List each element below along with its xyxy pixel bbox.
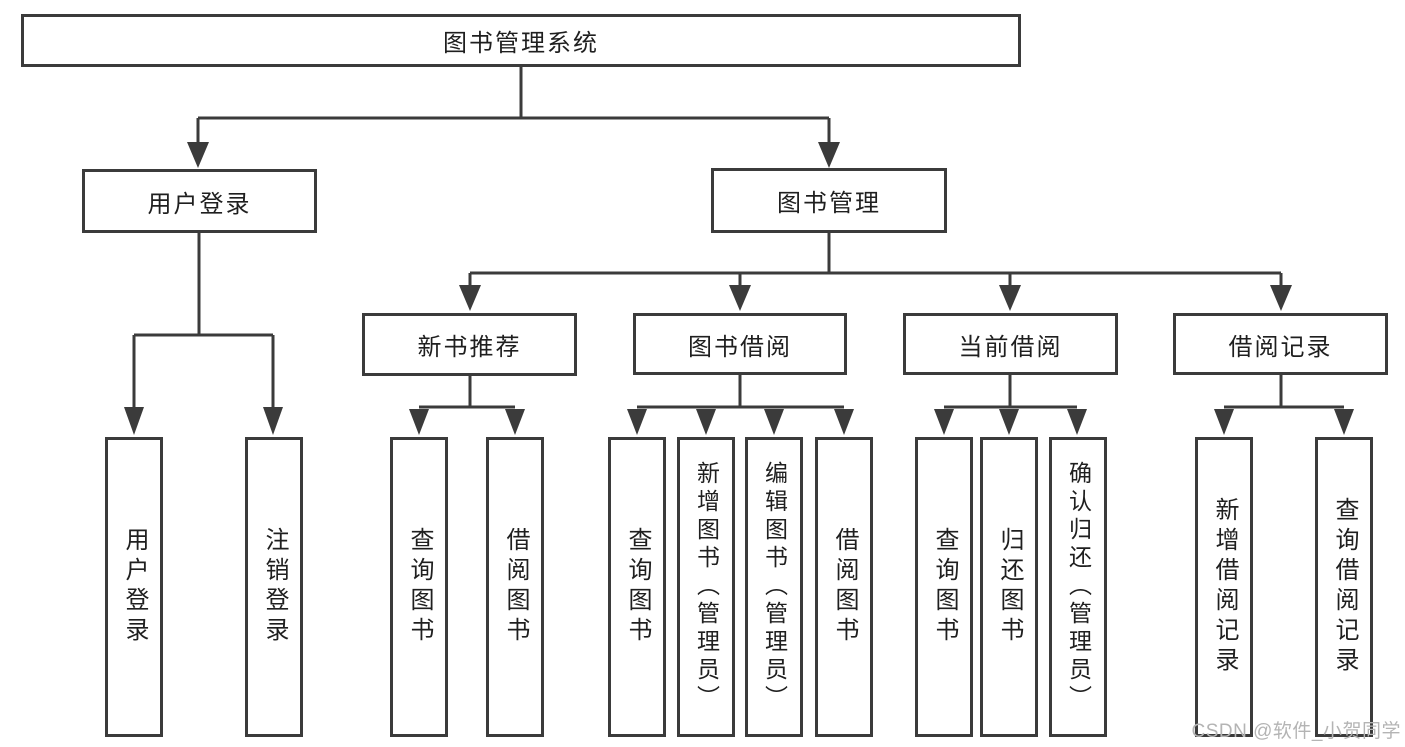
- leaf-cb-return-books: 归还图书: [980, 437, 1038, 737]
- leaf-logout: 注销登录: [245, 437, 303, 737]
- leaf-rec-borrow-books: 借阅图书: [486, 437, 544, 737]
- node-current-borrow: 当前借阅: [903, 313, 1118, 375]
- node-borrow-records: 借阅记录: [1173, 313, 1388, 375]
- node-book-borrow-label: 图书借阅: [688, 333, 792, 361]
- leaf-cb-return-books-label: 归还图书: [996, 527, 1023, 647]
- arrowhead-user-login: [187, 142, 209, 168]
- arrowhead-cb-return: [999, 409, 1019, 435]
- arrowhead-leaf-logout: [263, 407, 283, 435]
- csdn-watermark: CSDN @软件_小贺同学: [1191, 721, 1401, 742]
- leaf-bb-add-books-label: 新增图书（管理员）: [693, 461, 720, 713]
- leaf-user-login-label: 用户登录: [121, 527, 148, 647]
- arrowhead-rec-query: [409, 409, 429, 435]
- leaf-br-add-record: 新增借阅记录: [1195, 437, 1253, 737]
- arrowhead-leaf-login: [124, 407, 144, 435]
- node-root: 图书管理系统: [21, 14, 1021, 67]
- arrowhead-book-borrow: [729, 285, 751, 311]
- leaf-bb-borrow-books: 借阅图书: [815, 437, 873, 737]
- arrowhead-cb-confirm: [1067, 409, 1087, 435]
- node-book-borrow: 图书借阅: [633, 313, 847, 375]
- arrowhead-cb-query: [934, 409, 954, 435]
- node-book-mgmt: 图书管理: [711, 168, 947, 233]
- arrowhead-bb-add: [696, 409, 716, 435]
- leaf-br-query-record: 查询借阅记录: [1315, 437, 1373, 737]
- arrowhead-bb-borrow: [834, 409, 854, 435]
- leaf-br-add-record-label: 新增借阅记录: [1211, 497, 1238, 677]
- leaf-cb-confirm-return: 确认归还（管理员）: [1049, 437, 1107, 737]
- node-new-book-rec: 新书推荐: [362, 313, 577, 376]
- node-borrow-records-label: 借阅记录: [1228, 333, 1333, 361]
- leaf-br-query-record-label: 查询借阅记录: [1331, 497, 1358, 677]
- arrowhead-book-mgmt: [818, 142, 840, 168]
- leaf-rec-query-books: 查询图书: [390, 437, 448, 737]
- arrowhead-new-book-rec: [459, 285, 481, 311]
- leaf-bb-edit-books: 编辑图书（管理员）: [745, 437, 803, 737]
- leaf-cb-query-books-label: 查询图书: [931, 527, 958, 647]
- leaf-cb-confirm-return-label: 确认归还（管理员）: [1065, 461, 1092, 713]
- node-new-book-rec-label: 新书推荐: [417, 334, 522, 361]
- arrowhead-br-query: [1334, 409, 1354, 435]
- arrowhead-current-borrow: [999, 285, 1021, 311]
- leaf-logout-label: 注销登录: [261, 527, 288, 647]
- arrowhead-bb-query: [627, 409, 647, 435]
- arrowhead-borrow-records: [1270, 285, 1292, 311]
- leaf-bb-borrow-books-label: 借阅图书: [831, 527, 858, 647]
- leaf-cb-query-books: 查询图书: [915, 437, 973, 737]
- arrowhead-br-add: [1214, 409, 1234, 435]
- node-user-login: 用户登录: [82, 169, 317, 233]
- node-user-login-label: 用户登录: [147, 190, 252, 218]
- leaf-rec-borrow-books-label: 借阅图书: [502, 527, 529, 647]
- leaf-bb-edit-books-label: 编辑图书（管理员）: [761, 461, 788, 713]
- leaf-bb-query-books: 查询图书: [608, 437, 666, 737]
- node-current-borrow-label: 当前借阅: [958, 333, 1063, 361]
- leaf-bb-query-books-label: 查询图书: [624, 527, 651, 647]
- leaf-user-login: 用户登录: [105, 437, 163, 737]
- arrowhead-bb-edit: [764, 409, 784, 435]
- leaf-rec-query-books-label: 查询图书: [406, 527, 433, 647]
- arrowhead-rec-borrow: [505, 409, 525, 435]
- leaf-bb-add-books: 新增图书（管理员）: [677, 437, 735, 737]
- node-book-mgmt-label: 图书管理: [777, 190, 881, 217]
- node-root-label: 图书管理系统: [443, 30, 599, 57]
